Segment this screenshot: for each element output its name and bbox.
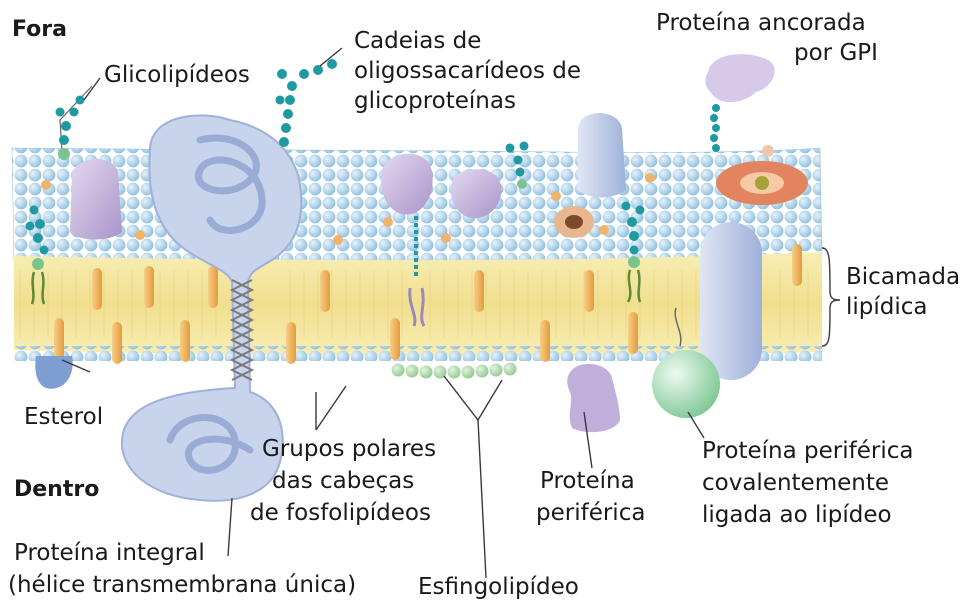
label-covalent-line2: covalentemente (702, 470, 889, 496)
transmembrane-capsule-protein (700, 222, 762, 380)
label-polar-heads-line3: de fosfolipídeos (250, 500, 431, 526)
label-polar-heads-line2: das cabeças (272, 468, 414, 494)
label-gpi-line1: Proteína ancorada (656, 10, 866, 36)
label-oligosaccharide-line2: oligossacarídeos de (354, 58, 581, 84)
label-oligosaccharide-line1: Cadeias de (354, 28, 481, 54)
label-polar-heads-line1: Grupos polares (262, 436, 436, 462)
glycoprotein-oligosaccharide (276, 59, 338, 147)
label-inside: Dentro (14, 477, 99, 502)
label-integral-line2: (hélice transmembrana única) (8, 572, 356, 598)
blue-protein-pillar (578, 113, 626, 198)
blue-protein-inner-left (35, 356, 72, 389)
label-peripheral-line1: Proteína (540, 468, 635, 494)
label-peripheral-line2: periférica (536, 500, 645, 526)
purple-protein-left (70, 159, 122, 240)
label-covalent-line1: Proteína periférica (702, 438, 913, 464)
label-sterol: Esterol (24, 404, 103, 430)
label-sphingolipid: Esfingolipídeo (418, 574, 579, 600)
gpi-anchored-protein (705, 54, 774, 152)
label-outside: Fora (12, 17, 67, 42)
label-integral-line1: Proteína integral (14, 540, 205, 566)
label-gpi-line2: por GPI (794, 40, 878, 66)
label-covalent-line3: ligada ao lipídeo (702, 502, 892, 528)
label-bilayer-line2: lipídica (846, 294, 928, 320)
donut-protein (554, 206, 594, 238)
label-glycolipids: Glicolipídeos (104, 62, 250, 88)
sphingolipid-heads (392, 363, 517, 379)
peripheral-protein-inner (567, 364, 620, 432)
label-bilayer-line1: Bicamada (846, 264, 960, 290)
label-oligosaccharide-line3: glicoproteínas (354, 88, 516, 114)
